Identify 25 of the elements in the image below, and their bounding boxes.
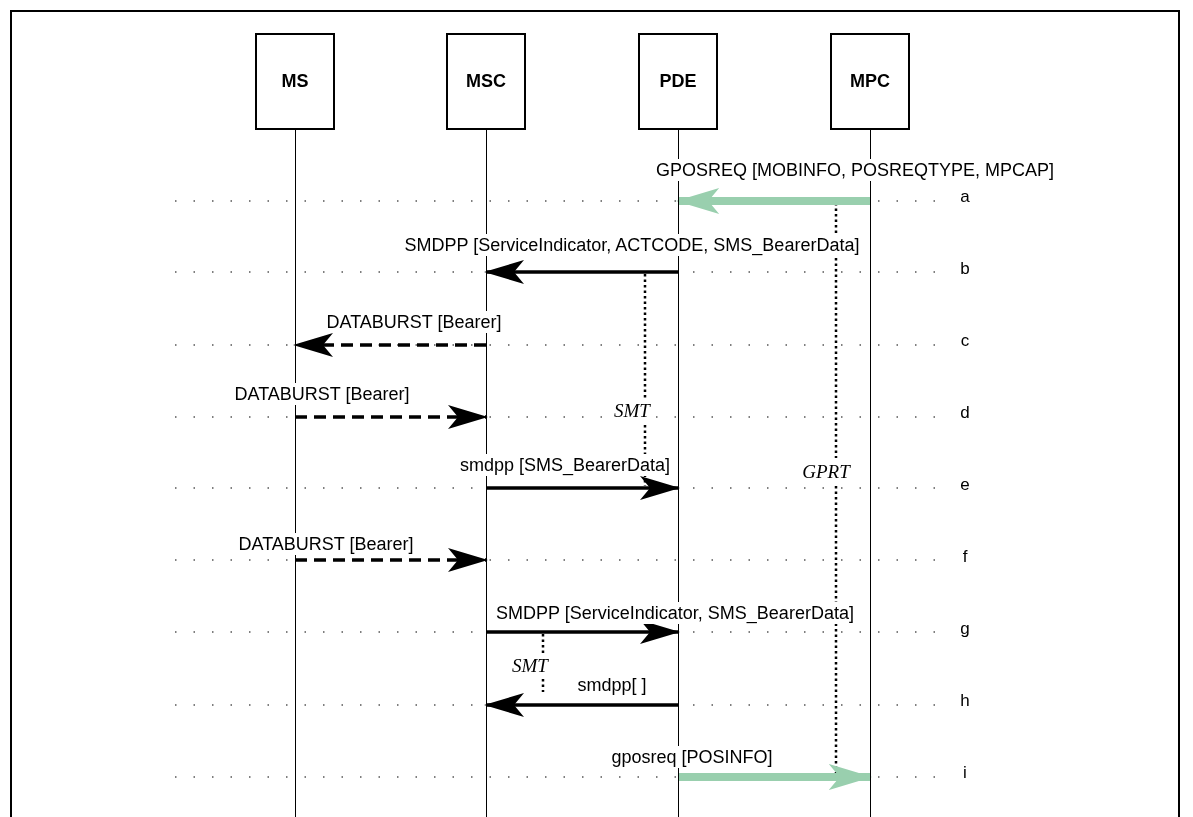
entity-name: MSC <box>466 70 506 93</box>
step-letter: e <box>960 475 970 495</box>
step-letter: f <box>962 547 968 567</box>
step-letter: d <box>960 403 970 423</box>
message-arrow <box>486 476 680 500</box>
edge-label: DATABURST [Bearer] <box>232 383 412 405</box>
edge-label: DATABURST [Bearer] <box>324 311 504 333</box>
step-letter: h <box>960 691 970 711</box>
step-letter: g <box>960 619 970 639</box>
edge-label: SMDPP [ServiceIndicator, SMS_BearerData] <box>494 602 856 624</box>
entity-name: PDE <box>659 70 697 93</box>
edge-label: SMDPP [ServiceIndicator, ACTCODE, SMS_BearerData] <box>402 234 862 256</box>
message-arrow <box>295 548 488 572</box>
edge-label: gposreq [POSINFO] <box>609 746 775 768</box>
step-letter: a <box>960 187 970 207</box>
message-arrow <box>484 260 678 284</box>
entity-name: MPC <box>850 70 890 93</box>
message-arrow <box>484 693 678 717</box>
step-letter: b <box>960 259 970 279</box>
step-letter: i <box>963 763 967 783</box>
step-letter: c <box>960 331 970 351</box>
message-arrow <box>293 333 486 357</box>
entity-name: MS <box>281 70 309 93</box>
edge-label: DATABURST [Bearer] <box>236 533 416 555</box>
message-arrow <box>295 405 488 429</box>
